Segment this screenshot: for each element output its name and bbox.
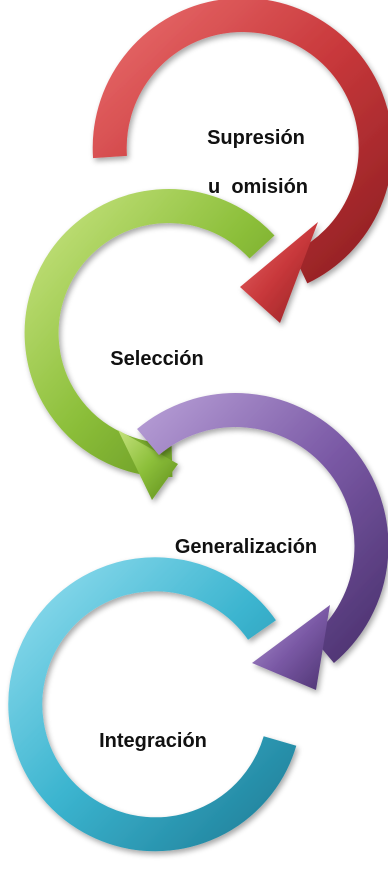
step-label-generalizacion: Generalización [175,536,317,558]
purple-cycle-arrow [137,393,388,690]
green-arrowhead [118,430,178,500]
red-arrowhead [240,222,318,323]
step-label-seleccion: Selección [110,348,203,370]
step-label-supresion-line-1: Supresión [207,127,305,149]
green-cycle-arrow [24,189,275,500]
step-label-integracion: Integración [99,730,207,752]
step-label-supresion-line-2: u omisión [208,176,308,198]
red-cycle-arrow [92,0,388,323]
purple-arrowhead [252,605,330,690]
cyan-cycle-arrow [8,557,297,852]
